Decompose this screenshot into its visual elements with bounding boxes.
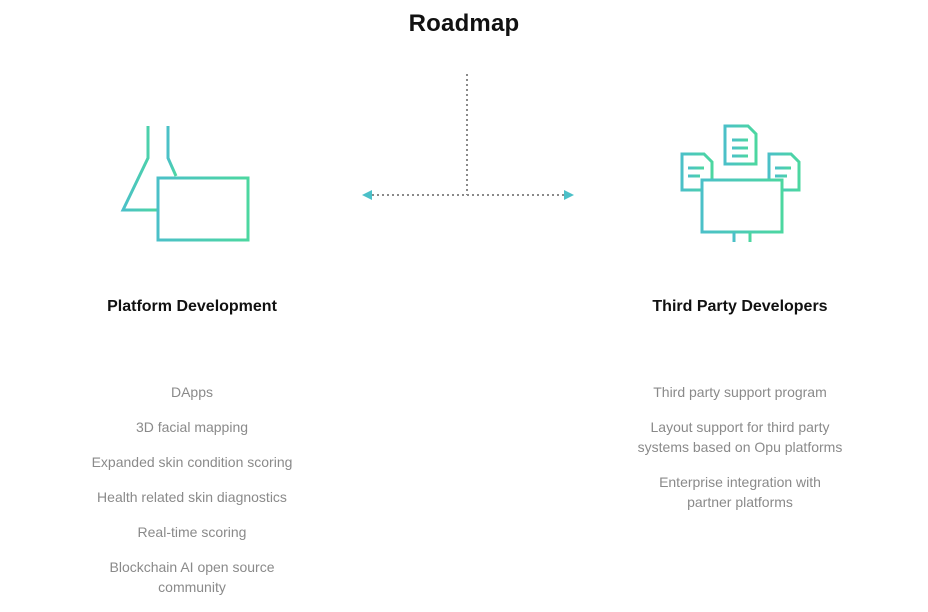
right-arrow-icon — [564, 190, 574, 200]
list-item: DApps — [170, 384, 214, 400]
page-title: Roadmap — [408, 10, 520, 37]
monitor-documents-chart-icon — [680, 124, 801, 246]
list-item: Enterprise integration with partner plat… — [659, 474, 821, 510]
list-item: Real-time scoring — [137, 524, 247, 540]
list-item: Layout support for third party systems b… — [637, 419, 843, 455]
list-item: Expanded skin condition scoring — [91, 454, 293, 470]
flask-laptop-chart-icon — [120, 124, 263, 251]
left-arrow-icon — [362, 190, 372, 200]
list-item: Health related skin diagnostics — [97, 489, 287, 505]
list-item: Third party support program — [653, 384, 827, 400]
platform-development-list: DApps 3D facial mapping Expanded skin co… — [42, 382, 342, 612]
third-party-developers-list: Third party support program Layout suppo… — [590, 382, 890, 527]
list-item: Blockchain AI open source community — [109, 559, 275, 595]
list-item: 3D facial mapping — [135, 419, 249, 435]
platform-development-title: Platform Development — [107, 298, 277, 315]
third-party-developers-title: Third Party Developers — [652, 298, 828, 315]
